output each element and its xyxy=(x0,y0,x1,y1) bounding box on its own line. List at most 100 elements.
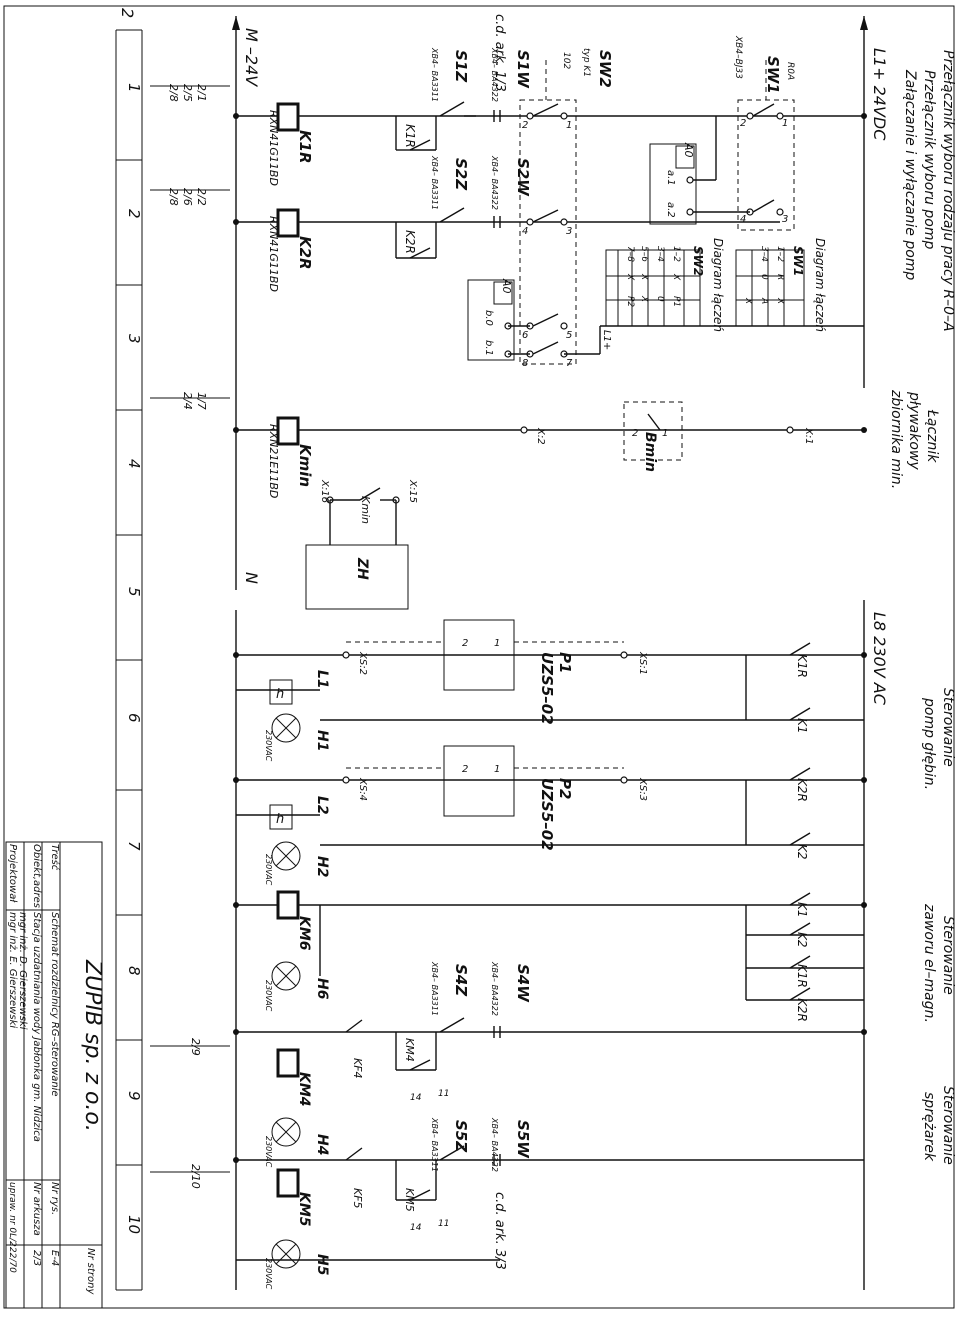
terminal-label: 2 xyxy=(632,428,638,439)
terminal-label: 14 xyxy=(410,1093,422,1103)
table-cell: X xyxy=(639,295,649,303)
company-name: ZUPIB sp. z o.o. xyxy=(80,959,105,1132)
compressor-control[interactable]: S4W XB4– BA4322 S4Z XB4– BA3311 KM4 11 1… xyxy=(150,961,532,1290)
relay-coil xyxy=(276,208,300,238)
object-value: Stacja uzdatniania wody Jabłonka gm. Nid… xyxy=(31,912,42,1142)
terminal-label: 1 xyxy=(782,118,788,129)
sw1-diagram-table[interactable]: Diagram łączeń SW1 1–2 3–4 R 0 X A X xyxy=(735,238,827,332)
voltage-label: 230VAC xyxy=(264,980,273,1012)
crossref: 2/5 xyxy=(181,84,194,102)
push-buttons-dc[interactable]: S1W XB4– BA4322 S1Z XB4– BA3311 K1R S2W … xyxy=(395,47,532,259)
sw2-diagram-table[interactable]: Diagram łączeń SW2 1–2 3–4 5–6 7–8 X P1 … xyxy=(605,238,725,332)
license-no: upraw. nr 0L/222/70 xyxy=(7,1182,17,1273)
note-text: zaworu el–magn. xyxy=(921,903,937,1023)
column-number: 4 xyxy=(125,459,143,469)
s5w-model: XB4– BA4322 xyxy=(490,1117,499,1172)
designer-2: mgr inż. E. Gierszewski xyxy=(7,912,18,1028)
relay-coil xyxy=(276,416,300,446)
column-number: 1 xyxy=(125,83,143,93)
s2z-model: XB4– BA3311 xyxy=(430,155,439,210)
table-cell: A xyxy=(759,297,769,304)
h2-label: H2 xyxy=(314,856,330,877)
s4z-model: XB4– BA3311 xyxy=(430,961,439,1016)
table-cell: 3–4 xyxy=(759,246,769,262)
crossref: 2/9 xyxy=(189,1038,202,1056)
km6-label: KM6 xyxy=(296,916,312,951)
page-no-label: Nr strony xyxy=(85,1248,96,1295)
note-text: Łącznik xyxy=(924,409,940,463)
zh-label: ZH xyxy=(354,557,370,580)
page-number-corner: 2 xyxy=(118,8,137,18)
ao-b-module: A0 b.0 b.1 xyxy=(467,278,530,361)
note-text: zbiornika min. xyxy=(888,389,904,489)
sw1-label: SW1 xyxy=(764,56,782,94)
sw1-model: XB4–BJ33 xyxy=(733,35,743,79)
note-text: Przełącznik wyboru rodzaju pracy R–0–A xyxy=(940,50,956,332)
ac-line-label: L8 230V AC xyxy=(870,612,889,706)
terminal-label: 2 xyxy=(462,764,468,775)
kmin-contact: Kmin xyxy=(359,496,372,524)
table-cell: 0 xyxy=(759,274,769,280)
column-number: 7 xyxy=(125,841,143,851)
contact-label: K2 xyxy=(795,932,809,948)
crossref: 2/8 xyxy=(167,188,180,206)
s4z-label: S4Z xyxy=(452,964,470,997)
ao-terminal: a.1 xyxy=(665,170,676,186)
terminal-label: 1 xyxy=(494,638,500,649)
l1plus-label: L1+ xyxy=(601,330,612,350)
k1r-model: RXN41G11BD xyxy=(267,110,280,186)
ao-label: A0 xyxy=(500,278,513,294)
zh-box xyxy=(305,544,409,610)
contact-label: K1 xyxy=(795,718,809,734)
ac-neutral-label: N xyxy=(242,572,261,584)
k1r-hold-contact: K1R xyxy=(403,124,417,148)
crossref: 2/8 xyxy=(167,84,180,102)
valve-control: K1 K2 K1R K2R KM6 H6 230VAC xyxy=(264,890,864,1022)
terminal-label: 2 xyxy=(740,118,746,129)
terminal-label: X:15 xyxy=(407,479,418,503)
object-label: Obiekt,adres xyxy=(31,844,42,908)
table-header: SW2 xyxy=(691,246,705,276)
terminal-label: XS:2 xyxy=(357,651,368,675)
terminal-label: 5 xyxy=(566,330,572,341)
h6-label: H6 xyxy=(314,978,330,1000)
k2r-label: K2R xyxy=(296,236,314,270)
crossref: 1/7 xyxy=(195,392,208,410)
terminal-label: XS:1 xyxy=(637,651,648,675)
table-cell: 1–2 xyxy=(671,246,681,262)
table-cell: 5–6 xyxy=(639,246,649,262)
s1z-label: S1Z xyxy=(452,50,470,83)
table-cell: 7–8 xyxy=(625,246,635,262)
km5-coil xyxy=(276,1168,300,1198)
note-text: pomp głębin. xyxy=(921,697,937,790)
voltage-label: 230VAC xyxy=(264,1258,273,1290)
crossref: 2/10 xyxy=(189,1164,202,1189)
kmin-label: Kmin xyxy=(296,444,314,487)
terminal-label: X:16 xyxy=(319,479,330,503)
s1z-model: XB4– BA3311 xyxy=(430,47,439,102)
drawing-no: E-4 xyxy=(49,1250,60,1266)
relay-coil xyxy=(276,102,300,132)
terminal-label: 11 xyxy=(438,1089,449,1099)
km4-label: KM4 xyxy=(296,1072,312,1107)
terminal-label: 3 xyxy=(566,226,572,237)
terminal-label: XS:3 xyxy=(637,777,648,801)
rails: L1+ 24VDC M –24V L8 230V AC N c.d. ark. … xyxy=(232,14,889,1290)
note-text: Załączanie i wyłączanie pomp xyxy=(902,69,918,280)
column-number: 10 xyxy=(125,1215,143,1234)
sheet-no-label: Nr arkusza xyxy=(31,1182,42,1236)
terminal-label: X:2 xyxy=(535,427,546,445)
sw1-switch: 1 2 3 4 SW1 XB4–BJ33 R0A xyxy=(690,35,795,231)
pump-modules: XS:1 XS:2 1 2 P1 UZS5–02 XS:3 XS:4 1 2 P… xyxy=(342,619,648,851)
ao-label: A0 xyxy=(682,142,695,158)
table-cell: X xyxy=(625,273,635,281)
km5-label: KM5 xyxy=(296,1192,312,1227)
crossref: 2/2 xyxy=(195,188,208,206)
column-number: 5 xyxy=(125,587,143,597)
s4w-model: XB4– BA4322 xyxy=(490,961,499,1016)
column-number: 2 xyxy=(125,209,143,219)
h1-label: H1 xyxy=(314,730,330,751)
pump-indicators: h L1 H1 230VAC h L2 H2 230VAC xyxy=(236,670,746,886)
k2r-hold-contact: K2R xyxy=(403,230,417,254)
kf4-label: KF4 xyxy=(351,1058,364,1079)
